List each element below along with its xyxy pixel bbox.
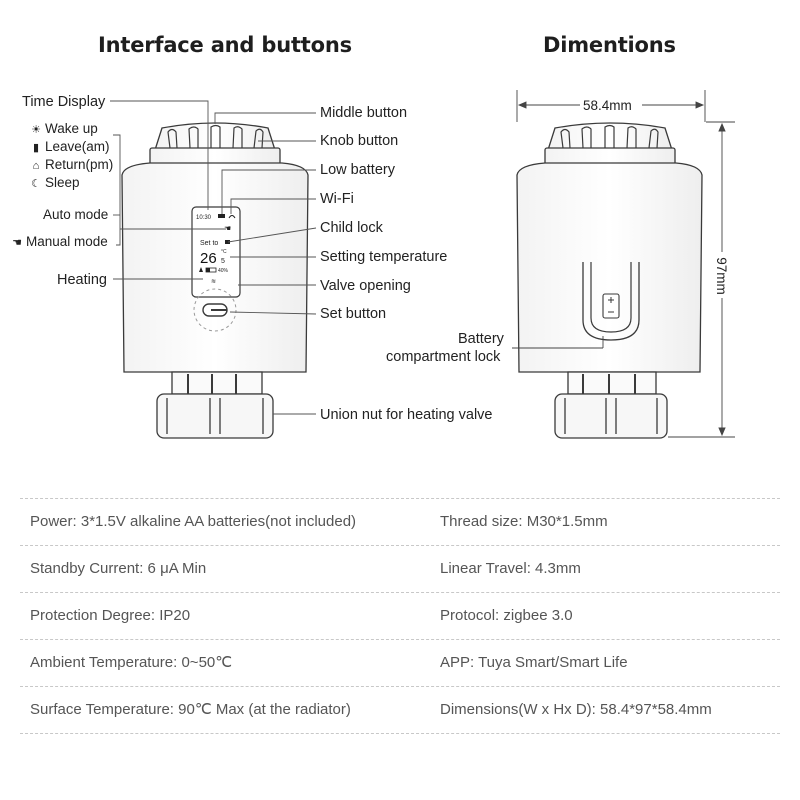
side-view-device xyxy=(516,122,703,439)
battery-compartment-icon xyxy=(602,293,620,319)
side-valve-connector xyxy=(567,371,657,395)
spec-linear-travel: Linear Travel: 4.3mm xyxy=(440,560,581,577)
spec-standby-current: Standby Current: 6 μA Min xyxy=(30,560,207,577)
mode-leave: ▮Leave(am) xyxy=(30,139,110,156)
hand-icon: ☚ xyxy=(12,237,22,249)
spec-thread-size: Thread size: M30*1.5mm xyxy=(440,513,608,530)
spec-row: Standby Current: 6 μA Min Linear Travel:… xyxy=(20,546,780,593)
spec-power: Power: 3*1.5V alkaline AA batteries(not … xyxy=(30,513,357,530)
side-knob-crown xyxy=(547,122,673,151)
label-valve-opening: Valve opening xyxy=(320,278,411,294)
right-callout-lines xyxy=(214,112,317,415)
label-child-lock: Child lock xyxy=(320,220,383,236)
battery-lock-inner xyxy=(590,262,632,333)
screen-unit: °C xyxy=(221,249,227,255)
sun-icon: ☀ xyxy=(31,124,41,136)
mode-wake-up: ☀Wake up xyxy=(31,121,98,136)
spec-protection-degree: Protection Degree: IP20 xyxy=(30,607,191,624)
label-middle-button: Middle button xyxy=(320,105,408,121)
label-union-nut: Union nut for heating valve xyxy=(320,407,493,423)
spec-row: Surface Temperature: 90℃ Max (at the rad… xyxy=(20,687,780,734)
battery-icon xyxy=(218,214,225,218)
home-icon: ⌂ xyxy=(32,160,40,172)
heating-icon: ≋ xyxy=(211,278,216,285)
label-time-display: Time Display xyxy=(22,94,106,110)
diagram-svg: 10:30 ☚ Set to 26 °C 5 40% ≋ xyxy=(110,90,735,439)
flame-icon xyxy=(199,267,203,272)
knob-crown xyxy=(154,122,276,151)
spec-surface-temperature: Surface Temperature: 90℃ Max (at the rad… xyxy=(30,701,351,718)
left-callout-lines xyxy=(110,100,226,280)
label-battery-lock-1: Battery xyxy=(458,331,504,347)
set-button-ring xyxy=(193,288,237,332)
label-knob-button: Knob button xyxy=(320,133,399,149)
spec-table: Power: 3*1.5V alkaline AA batteries(not … xyxy=(20,498,780,734)
spec-ambient-temperature: Ambient Temperature: 0~50℃ xyxy=(30,654,233,671)
valve-bar-fill xyxy=(206,268,210,272)
mode-return: ⌂Return(pm) xyxy=(30,157,114,174)
label-heating: Heating xyxy=(57,272,107,288)
hand-icon: ☚ xyxy=(224,224,231,233)
union-nut xyxy=(156,393,274,439)
screen-valve-percent: 40% xyxy=(218,268,229,274)
label-set-button: Set button xyxy=(320,306,387,322)
spec-row: Power: 3*1.5V alkaline AA batteries(not … xyxy=(20,499,780,546)
side-union-nut xyxy=(554,393,668,439)
screen-decimal: 5 xyxy=(221,258,225,265)
label-height: 97mm xyxy=(713,257,729,295)
lcd-screen xyxy=(191,206,241,298)
spec-dimensions: Dimensions(W x Hx D): 58.4*97*58.4mm xyxy=(440,701,712,718)
valve-connector xyxy=(171,371,263,395)
label-width: 58.4mm xyxy=(583,98,632,113)
dimensions-heading: Dimentions xyxy=(543,33,676,57)
mode-sleep: ☾Sleep xyxy=(31,175,80,190)
label-wifi: Wi-Fi xyxy=(320,191,354,207)
label-manual-mode: ☚Manual mode xyxy=(12,234,108,249)
diagram-area: Interface and buttons Dimentions xyxy=(12,33,735,439)
spec-protocol: Protocol: zigbee 3.0 xyxy=(440,607,573,624)
spec-row: Protection Degree: IP20 Protocol: zigbee… xyxy=(20,593,780,640)
wifi-icon xyxy=(228,215,236,219)
knob-ridges xyxy=(167,124,264,149)
spec-row: Ambient Temperature: 0~50℃ APP: Tuya Sma… xyxy=(20,640,780,687)
interface-heading: Interface and buttons xyxy=(98,33,352,57)
battery-lock-outer xyxy=(582,262,640,341)
screen-temperature: 26 xyxy=(200,250,217,267)
screen-set-to: Set to xyxy=(200,240,218,247)
label-setting-temperature: Setting temperature xyxy=(320,249,448,265)
label-battery-lock-2: compartment lock xyxy=(386,349,501,365)
screen-contents: 10:30 ☚ Set to 26 °C 5 40% ≋ xyxy=(196,214,236,285)
label-auto-mode: Auto mode xyxy=(43,207,109,222)
label-low-battery: Low battery xyxy=(320,162,395,178)
side-device-body xyxy=(516,162,703,373)
front-view-device xyxy=(121,122,309,439)
screen-time: 10:30 xyxy=(196,215,212,221)
lock-icon xyxy=(225,240,230,244)
moon-icon: ☾ xyxy=(31,178,41,190)
leave-icon: ▮ xyxy=(32,142,40,154)
side-knob-ridges xyxy=(560,124,659,149)
spec-app: APP: Tuya Smart/Smart Life xyxy=(440,654,628,671)
